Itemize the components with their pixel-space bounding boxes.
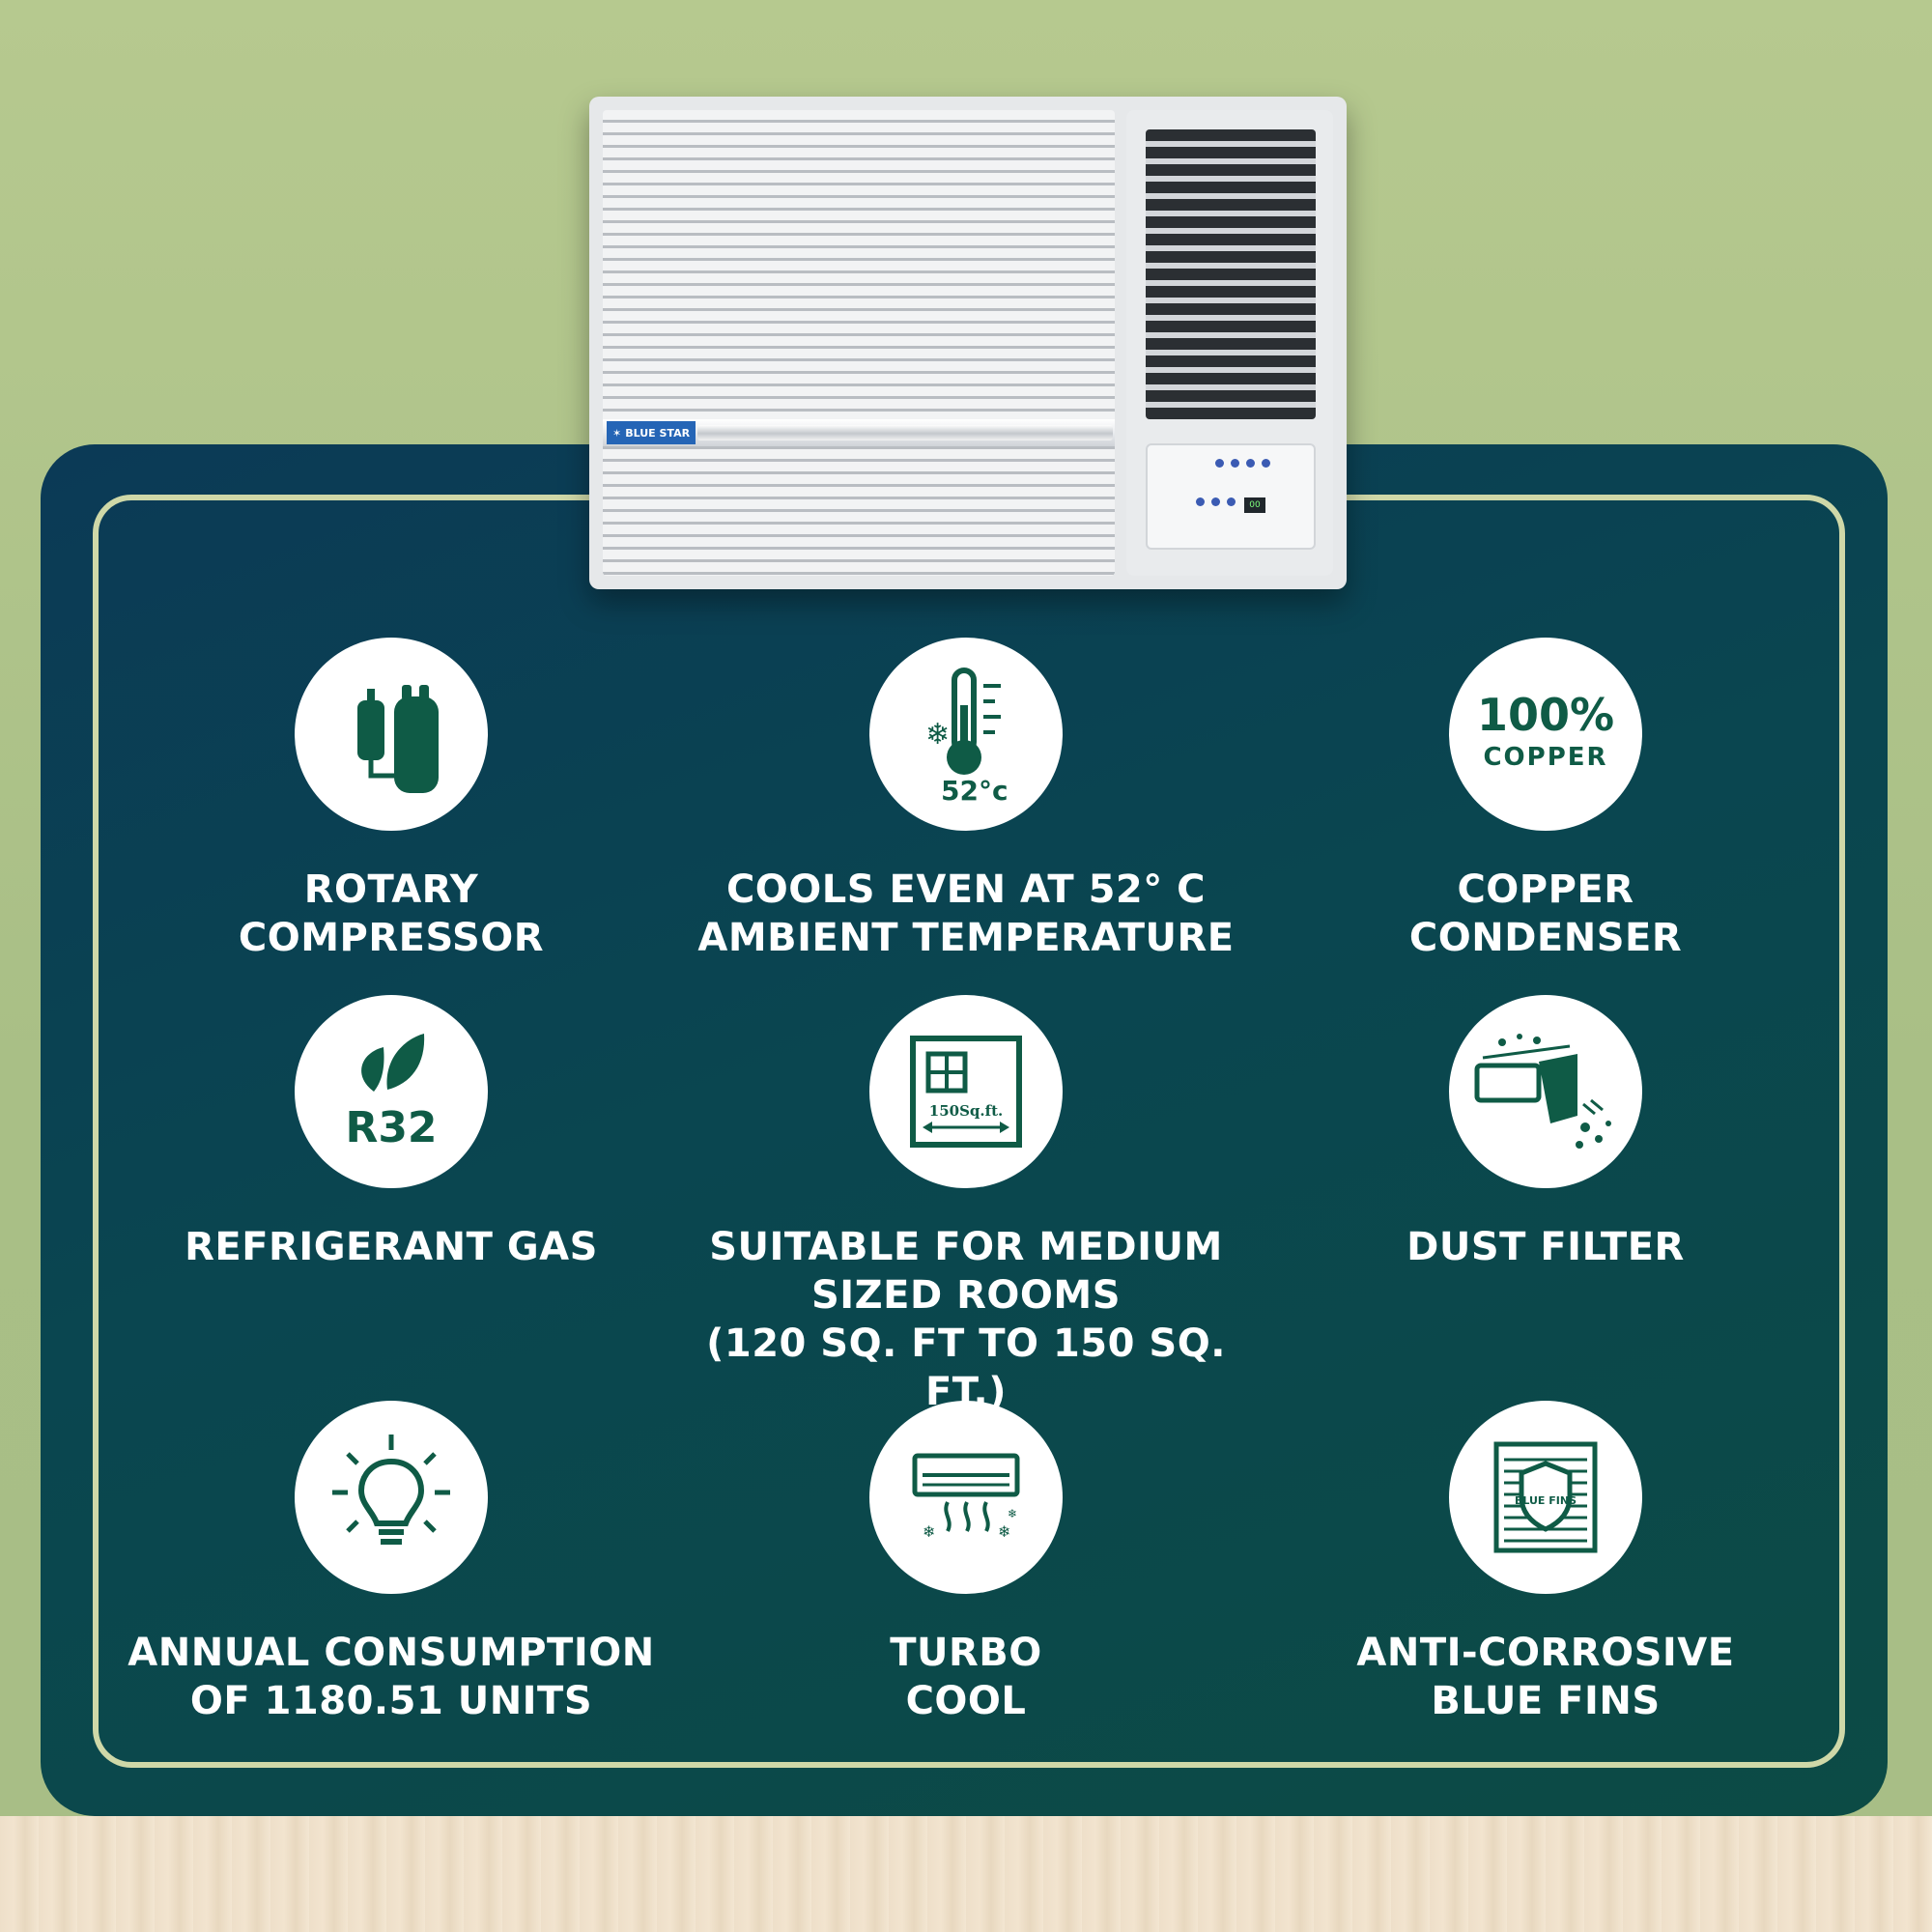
- feature-label: ANTI-CORROSIVE BLUE FINS: [1356, 1631, 1735, 1723]
- wooden-floor: [0, 1816, 1932, 1932]
- feature-annual-consumption: ANNUAL CONSUMPTION OF 1180.51 UNITS: [121, 1401, 662, 1725]
- feature-label: DUST FILTER: [1406, 1225, 1685, 1269]
- room-size-icon: 150Sq.ft.: [910, 1036, 1022, 1148]
- thermo-value: 52°c: [941, 775, 1009, 807]
- feature-refrigerant-gas: R32 REFRIGERANT GAS: [121, 995, 662, 1271]
- ac-brand-logo: ✶ BLUE STAR: [607, 421, 696, 444]
- light-bulb-icon: [332, 1435, 450, 1545]
- copper-word: COPPER: [1483, 743, 1607, 772]
- svg-text:❄: ❄: [923, 1522, 935, 1541]
- feature-icon-circle: [295, 1401, 488, 1594]
- feature-icon-circle: [1449, 995, 1642, 1188]
- feature-rotary-compressor: ROTARY COMPRESSOR: [121, 638, 662, 962]
- dust-filter-icon: [1474, 1034, 1611, 1149]
- feature-dust-filter: DUST FILTER: [1275, 995, 1816, 1271]
- turbo-cool-icon: ❄ ❄ ❄: [912, 1453, 1020, 1541]
- ac-air-grille: [1146, 129, 1316, 419]
- control-button[interactable]: [1231, 459, 1239, 468]
- control-button[interactable]: [1246, 459, 1255, 468]
- control-button[interactable]: [1211, 497, 1220, 506]
- snowflake-icon: ❄: [925, 718, 950, 752]
- blue-fins-shield-icon: BLUE FINS: [1493, 1441, 1598, 1553]
- ac-chrome-strip: [697, 425, 1113, 440]
- feature-room-size: 150Sq.ft. SUITABLE FOR MEDIUM SIZED ROOM…: [696, 995, 1236, 1416]
- copper-percentage: 100%: [1477, 689, 1614, 741]
- feature-icon-circle: ❄ 52°c: [869, 638, 1063, 831]
- ac-side-section: 00: [1126, 110, 1333, 576]
- copper-badge-icon: 100% COPPER: [1477, 689, 1614, 772]
- feature-label: TURBO COOL: [890, 1631, 1042, 1723]
- feature-turbo-cool: ❄ ❄ ❄ TURBO COOL: [696, 1401, 1236, 1725]
- rotary-compressor-icon: [357, 685, 439, 793]
- star-icon: ✶: [612, 426, 622, 440]
- feature-icon-circle: R32: [295, 995, 488, 1188]
- feature-icon-circle: 150Sq.ft.: [869, 995, 1063, 1188]
- feature-icon-circle: 100% COPPER: [1449, 638, 1642, 831]
- thermometer-icon: ❄ 52°c: [925, 668, 1009, 807]
- window-ac-unit: ✶ BLUE STAR 00: [589, 97, 1347, 589]
- svg-text:❄: ❄: [998, 1522, 1010, 1541]
- room-size-value: 150Sq.ft.: [929, 1102, 1003, 1120]
- feature-copper-condenser: 100% COPPER COPPER CONDENSER: [1275, 638, 1816, 962]
- gas-code: R32: [345, 1103, 437, 1152]
- control-button[interactable]: [1227, 497, 1236, 506]
- control-button[interactable]: [1196, 497, 1205, 506]
- feature-icon-circle: [295, 638, 488, 831]
- feature-cooling-temperature: ❄ 52°c COOLS EVEN AT 52° C AMBIENT TEMPE…: [696, 638, 1236, 962]
- feature-label: COPPER CONDENSER: [1408, 867, 1683, 960]
- control-button[interactable]: [1215, 459, 1224, 468]
- ac-digital-display: 00: [1244, 497, 1265, 513]
- feature-label: COOLS EVEN AT 52° C AMBIENT TEMPERATURE: [697, 867, 1235, 960]
- leaf-r32-icon: R32: [345, 1034, 438, 1152]
- feature-label: REFRIGERANT GAS: [185, 1225, 598, 1269]
- feature-label: ANNUAL CONSUMPTION OF 1180.51 UNITS: [128, 1631, 655, 1723]
- ac-front-louvers: [603, 110, 1115, 576]
- feature-label: ROTARY COMPRESSOR: [238, 867, 545, 960]
- svg-text:❄: ❄: [1008, 1507, 1017, 1520]
- control-button[interactable]: [1262, 459, 1270, 468]
- fins-badge-text: BLUE FINS: [1515, 1494, 1577, 1507]
- feature-label: SUITABLE FOR MEDIUM SIZED ROOMS (120 SQ.…: [706, 1225, 1226, 1414]
- ac-control-panel: 00: [1146, 443, 1316, 550]
- ac-brand-name: BLUE STAR: [625, 426, 691, 440]
- feature-blue-fins: BLUE FINS ANTI-CORROSIVE BLUE FINS: [1275, 1401, 1816, 1725]
- feature-icon-circle: ❄ ❄ ❄: [869, 1401, 1063, 1594]
- feature-icon-circle: BLUE FINS: [1449, 1401, 1642, 1594]
